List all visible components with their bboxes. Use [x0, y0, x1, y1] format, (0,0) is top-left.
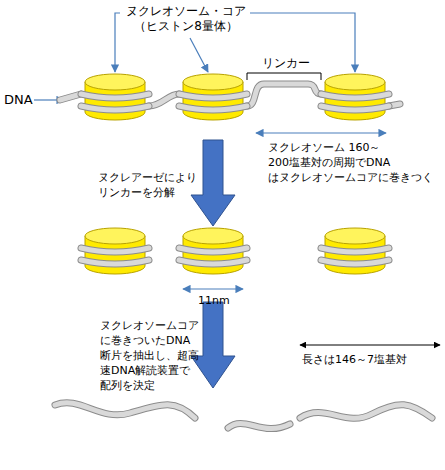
nucleosome [321, 228, 389, 274]
annotation-label: ヌクレオソーム・コア （ヒストン8量体） [122, 4, 250, 34]
leader-line [190, 38, 208, 72]
linker-bracket [247, 73, 321, 80]
dimension-arrow [183, 288, 243, 289]
annotation-label: ヌクレアーゼにより リンカーを分解 [98, 170, 202, 200]
annotation-label: DNA [4, 92, 33, 107]
annotation-label: ヌクレオソーム 160～200塩基対の周期でDNA はヌクレオソームコアに巻きつ… [268, 140, 442, 185]
nucleosome [81, 228, 149, 274]
nucleosome [81, 74, 149, 120]
leader-line [115, 13, 120, 72]
dna-fragment [55, 403, 432, 429]
dna-fragment-outline [55, 403, 432, 429]
nucleosome [179, 74, 247, 120]
annotation-label: 長さは146～7塩基対 [302, 352, 407, 367]
annotation-label: リンカー [262, 56, 310, 71]
dimension-arrow [256, 132, 386, 133]
leader-line [250, 13, 355, 72]
nucleosome [321, 74, 389, 120]
dimension-arrow [300, 345, 440, 346]
annotation-label: 11nm [198, 293, 230, 308]
process-arrow [191, 302, 235, 388]
nucleosome [179, 228, 247, 274]
process-arrow [191, 140, 235, 226]
annotation-label: ヌクレオソームコア に巻きついたDNA 断片を抽出し、超高 速DNA解読装置で … [100, 318, 202, 393]
